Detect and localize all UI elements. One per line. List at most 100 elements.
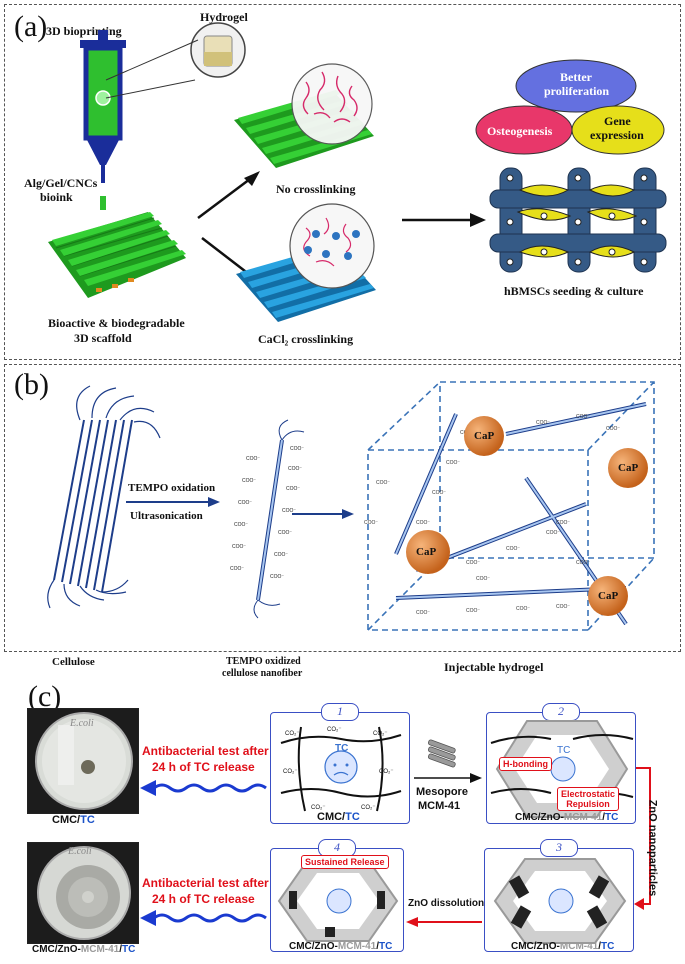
wavy-arrow-1 <box>140 780 267 796</box>
box1-caption: CMC/TC <box>317 811 360 823</box>
injectable-label: Injectable hydrogel <box>444 660 544 674</box>
svg-text:COO⁻: COO⁻ <box>288 466 302 472</box>
photo2-caption-d: TC <box>122 944 136 955</box>
scheme-box-3: 3 CMC/ZnO-MCM-41/TC <box>484 839 634 952</box>
photo1-caption-a: CMC/ <box>52 814 81 826</box>
photo2-caption: CMC/ZnO-MCM-41/TC <box>32 944 135 955</box>
process-arrow-1 <box>126 497 220 507</box>
box4-caption: CMC/ZnO-MCM-41/TC <box>289 941 392 952</box>
box3-caption: CMC/ZnO-MCM-41/TC <box>511 941 614 952</box>
svg-text:COO⁻: COO⁻ <box>364 520 378 526</box>
box3-caption-a: CMC/ZnO- <box>511 941 560 952</box>
photo2-caption-b: MCM-41 <box>80 944 120 955</box>
box4-caption-c: / <box>376 941 380 952</box>
box2-caption-a: CMC/ZnO- <box>515 812 564 823</box>
cap-label-3: CaP <box>416 546 437 558</box>
cellulose-nanofiber: COO⁻ COO⁻ COO⁻ COO⁻ COO⁻ COO⁻ COO⁻ COO⁻ COO⁻ CO… <box>230 419 304 619</box>
mesopore-icon <box>427 739 456 768</box>
box3-caption-c: / <box>598 941 602 952</box>
svg-text:COO⁻: COO⁻ <box>516 606 530 612</box>
scheme-box-2: 2 TC H-bonding Electrostatic Repulsion C… <box>486 703 636 824</box>
scheme-box-4: 4 Sustained Release CMC/ZnO-MCM-41/TC <box>270 839 404 952</box>
svg-text:COO⁻: COO⁻ <box>246 456 260 462</box>
svg-text:COO⁻: COO⁻ <box>282 508 296 514</box>
panel-a <box>4 4 681 360</box>
svg-text:COO⁻: COO⁻ <box>234 522 248 528</box>
zoom-lines <box>105 39 199 99</box>
svg-text:COO⁻: COO⁻ <box>466 608 480 614</box>
green-scaffold <box>48 212 186 298</box>
tempo-fiber-label-1: TEMPO oxidized <box>226 656 301 667</box>
cap-label-2: CaP <box>618 462 639 474</box>
cap-label-1: CaP <box>474 430 495 442</box>
panel-c-label: (c) <box>28 680 62 713</box>
svg-text:COO⁻: COO⁻ <box>278 530 292 536</box>
h-bonding-tag: H-bonding <box>499 757 552 771</box>
cellulose-label: Cellulose <box>52 656 95 668</box>
photo1-caption: CMC/TC <box>52 814 95 826</box>
bioink-label-1: Alg/Gel/CNCs <box>24 176 98 190</box>
scaffold-label-1: Bioactive & biodegradable <box>48 316 185 330</box>
ultrasonication-label: Ultrasonication <box>130 510 203 522</box>
svg-text:COO⁻: COO⁻ <box>242 478 256 484</box>
mesopore-label-2: MCM-41 <box>418 800 461 812</box>
box1-caption-b: TC <box>345 811 360 823</box>
svg-text:COO⁻: COO⁻ <box>576 414 590 420</box>
gene-label-1: Gene <box>604 114 631 128</box>
green-scaffold-no-crosslinking <box>234 63 374 168</box>
zno-nanoparticles-arrow <box>634 767 651 910</box>
photo1-caption-b: TC <box>80 814 95 826</box>
svg-text:COO⁻: COO⁻ <box>556 604 570 610</box>
svg-text:COO⁻: COO⁻ <box>416 610 430 616</box>
better-label-2: proliferation <box>544 84 610 98</box>
petri-dish-photo-2 <box>27 842 139 944</box>
svg-text:COO⁻: COO⁻ <box>270 574 284 580</box>
svg-text:CO₂⁻: CO₂⁻ <box>285 731 300 737</box>
svg-text:COO⁻: COO⁻ <box>286 486 300 492</box>
bioprinting-label: 3D bioprinting <box>46 24 122 38</box>
hbmscs-label: hBMSCs seeding & culture <box>504 284 644 298</box>
box3-number: 3 <box>540 839 578 857</box>
cellulose-bundle <box>47 385 161 609</box>
svg-text:COO⁻: COO⁻ <box>232 544 246 550</box>
petri-dish-photo-1 <box>27 708 139 814</box>
svg-text:CO₂⁻: CO₂⁻ <box>327 727 342 733</box>
photo2-caption-a: CMC/ZnO- <box>32 944 81 955</box>
panel-b <box>4 364 681 652</box>
tempo-fiber-label-2: cellulose nanofiber <box>222 668 303 679</box>
sustained-release-tag: Sustained Release <box>301 855 389 869</box>
svg-text:COO⁻: COO⁻ <box>230 566 244 572</box>
scheme-box-1: 1 CO₂⁻CO₂⁻CO₂⁻ CO₂⁻CO₂⁻CO₂⁻CO₂⁻ TC CMC/T… <box>270 703 410 824</box>
arrow-box1-to-box2 <box>414 773 482 783</box>
photo2-caption-c: / <box>119 944 123 955</box>
svg-text:COO⁻: COO⁻ <box>238 500 252 506</box>
mesopore-label-1: Mesopore <box>416 786 468 798</box>
antibacterial-label-2b: 24 h of TC release <box>152 892 255 906</box>
cell-scaffold <box>489 167 667 273</box>
box2-caption-d: TC <box>605 812 619 823</box>
svg-text:CO₂⁻: CO₂⁻ <box>379 769 394 775</box>
scaffold-label-2: 3D scaffold <box>74 331 132 345</box>
svg-text:CO₂⁻: CO₂⁻ <box>373 731 388 737</box>
hydrogel-label: Hydrogel <box>200 10 248 24</box>
no-crosslinking-label: No crosslinking <box>276 182 356 196</box>
arrow-up <box>197 171 260 219</box>
svg-text:CO₂⁻: CO₂⁻ <box>283 769 298 775</box>
antibacterial-label-2a: Antibacterial test after <box>142 876 269 890</box>
svg-text:CO₂⁻: CO₂⁻ <box>361 805 376 811</box>
svg-text:COO⁻: COO⁻ <box>416 520 430 526</box>
box3-caption-b: MCM-41 <box>559 941 599 952</box>
svg-text:COO⁻: COO⁻ <box>536 420 550 426</box>
box4-caption-b: MCM-41 <box>337 941 377 952</box>
wavy-arrow-2 <box>140 910 267 926</box>
gene-label-2: expression <box>590 128 644 142</box>
outcome-ovals <box>475 59 665 155</box>
cap-label-4: CaP <box>598 590 619 602</box>
svg-text:COO⁻: COO⁻ <box>506 546 520 552</box>
panel-b-label: (b) <box>14 368 49 401</box>
svg-text:COO⁻: COO⁻ <box>432 490 446 496</box>
blue-scaffold-crosslinked <box>236 203 376 322</box>
svg-text:COO⁻: COO⁻ <box>556 520 570 526</box>
bioink-label-2: bioink <box>40 190 73 204</box>
box2-caption-b: MCM-41 <box>563 812 603 823</box>
